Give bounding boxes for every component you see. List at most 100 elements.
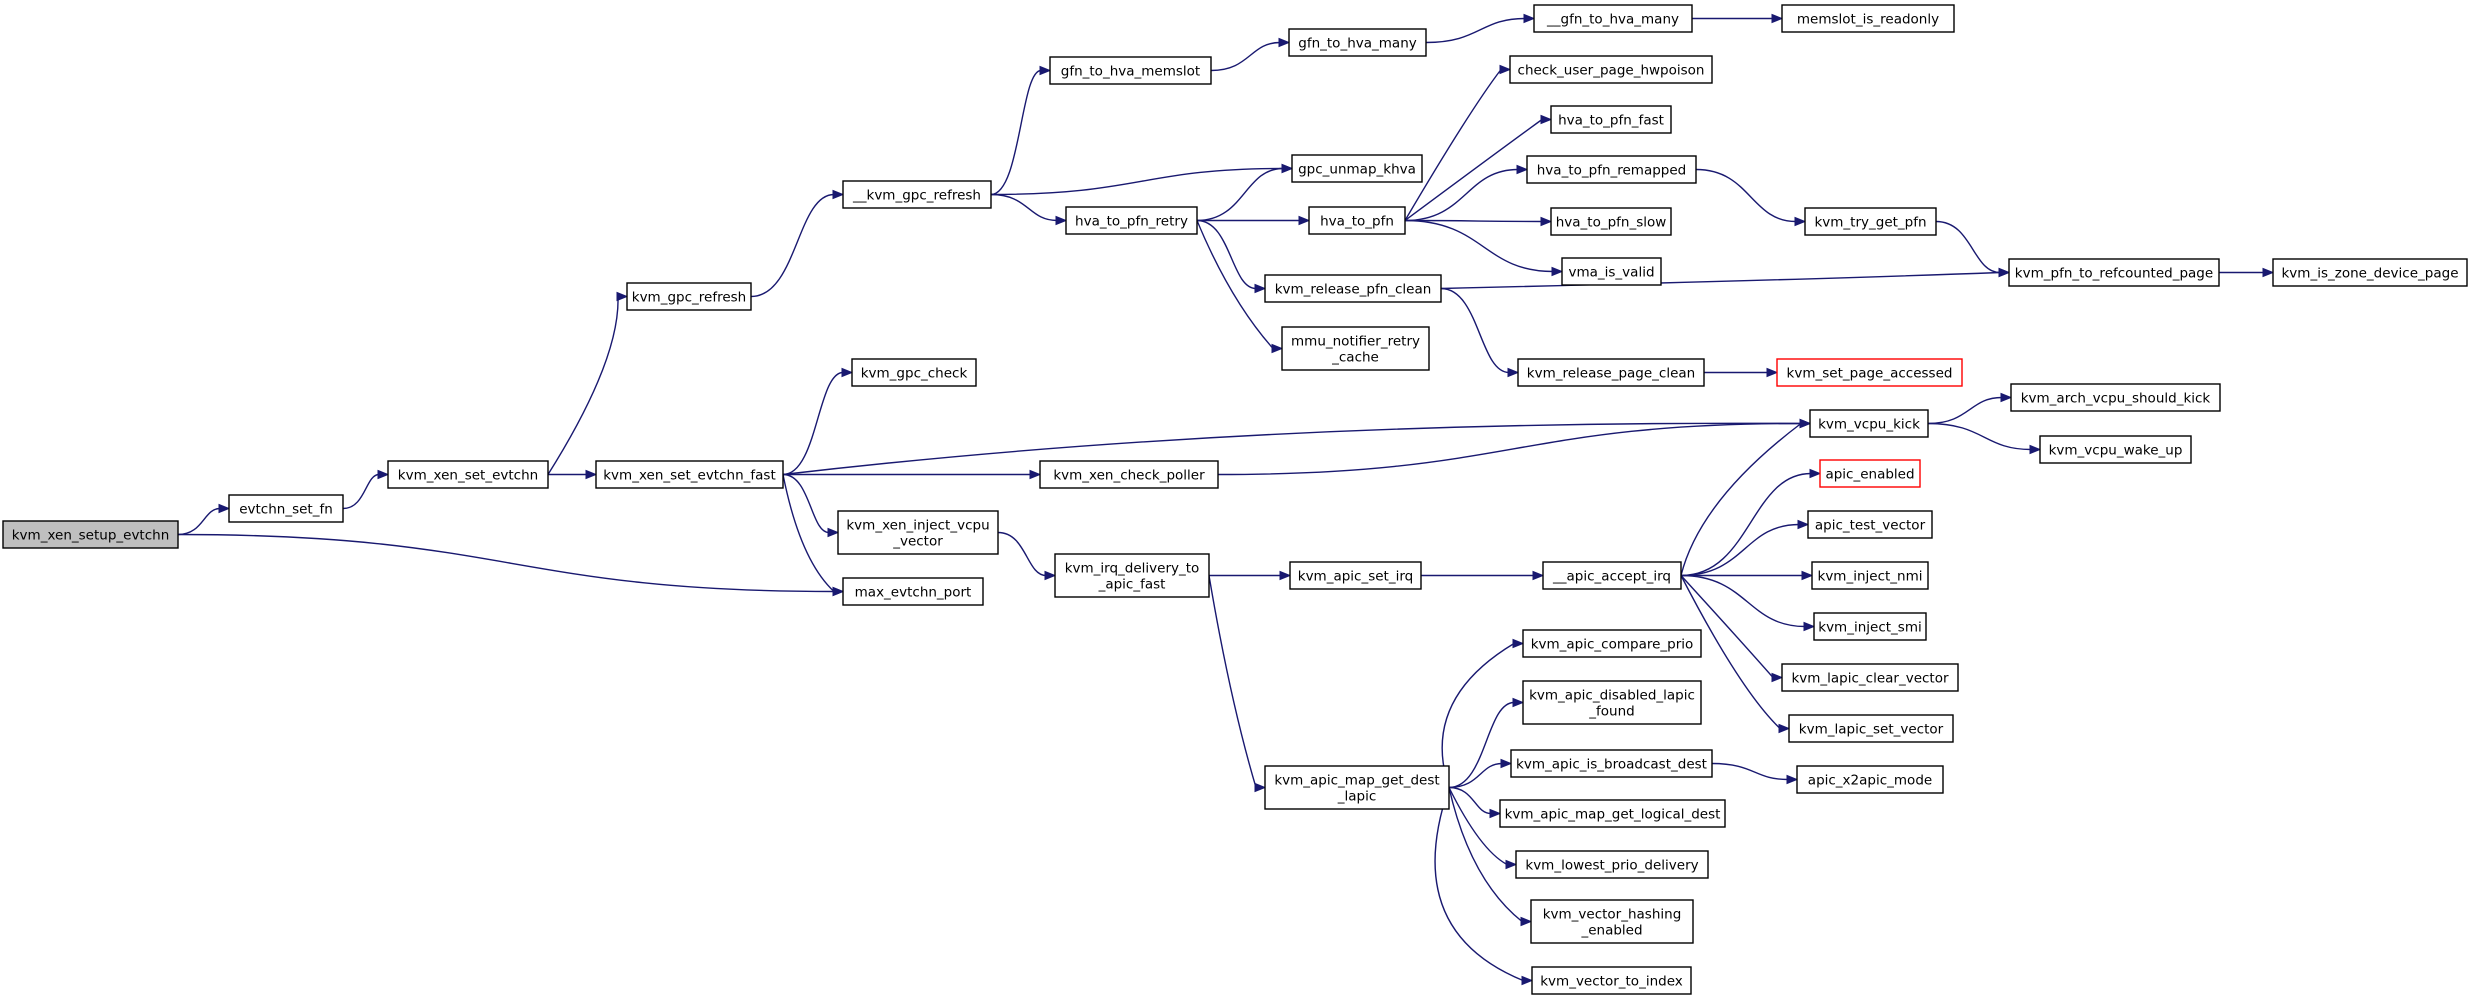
node-box	[1281, 326, 1430, 371]
node-kvm-xen-inject-vcpu-vector[interactable]: kvm_xen_inject_vcpu_vector	[837, 510, 999, 555]
edge-arrowhead	[1278, 37, 1291, 48]
node-mmu-notifier-retry-cache[interactable]: mmu_notifier_retry_cache	[1281, 326, 1430, 371]
node-kvm-irq-delivery-to-apic-fast[interactable]: kvm_irq_delivery_to_apic_fast	[1054, 553, 1210, 598]
node-hva-to-pfn-slow[interactable]: hva_to_pfn_slow	[1550, 207, 1672, 236]
node-kvm-inject-smi[interactable]: kvm_inject_smi	[1813, 612, 1927, 641]
node-kvm-apic-map-get-dest-lapic[interactable]: kvm_apic_map_get_dest_lapic	[1264, 765, 1450, 810]
node-kvm-gpc-refresh[interactable]: __kvm_gpc_refresh	[842, 180, 992, 209]
edge-arrowhead	[2029, 444, 2042, 455]
node-kvm-vector-to-index[interactable]: kvm_vector_to_index	[1531, 966, 1692, 995]
node-kvm-pfn-to-refcounted-page[interactable]: kvm_pfn_to_refcounted_page	[2008, 258, 2220, 287]
node-label: __apic_accept_irq	[1552, 569, 1671, 585]
node-label: hva_to_pfn	[1320, 214, 1394, 230]
node-gfn-to-hva-many[interactable]: gfn_to_hva_many	[1288, 28, 1427, 57]
node-apic-accept-irq[interactable]: __apic_accept_irq	[1542, 561, 1682, 590]
node-hva-to-pfn-remapped[interactable]: hva_to_pfn_remapped	[1526, 155, 1697, 184]
node-label: evtchn_set_fn	[239, 502, 333, 518]
node-max-evtchn-port[interactable]: max_evtchn_port	[842, 577, 984, 606]
node-box	[1526, 155, 1697, 184]
node-label: kvm_inject_smi	[1818, 620, 1921, 636]
node-kvm-try-get-pfn[interactable]: kvm_try_get_pfn	[1804, 207, 1937, 236]
node-label: hva_to_pfn_retry	[1075, 214, 1188, 230]
node-memslot-is-readonly[interactable]: memslot_is_readonly	[1781, 4, 1955, 33]
node-vma-is-valid[interactable]: vma_is_valid	[1561, 257, 1662, 286]
edge-line	[177, 507, 221, 536]
node-box	[1781, 4, 1955, 33]
node-kvm-apic-set-irq[interactable]: kvm_apic_set_irq	[1289, 561, 1422, 590]
node-kvm-inject-nmi[interactable]: kvm_inject_nmi	[1811, 561, 1929, 590]
node-label: kvm_release_pfn_clean	[1275, 282, 1432, 298]
node-kvm-apic-disabled-lapic-found[interactable]: kvm_apic_disabled_lapic_found	[1522, 680, 1702, 725]
node-gfn-to-hva-many[interactable]: __gfn_to_hva_many	[1533, 4, 1693, 33]
edge-arrowhead	[1532, 570, 1545, 581]
edge-line	[1927, 396, 2003, 425]
node-kvm-arch-vcpu-should-kick[interactable]: kvm_arch_vcpu_should_kick	[2010, 383, 2221, 412]
node-kvm-apic-map-get-logical-dest[interactable]: kvm_apic_map_get_logical_dest	[1499, 799, 1726, 828]
node-hva-to-pfn-retry[interactable]: hva_to_pfn_retry	[1065, 206, 1198, 235]
edge-line	[177, 533, 835, 593]
node-box	[1533, 4, 1693, 33]
node-apic-enabled[interactable]: apic_enabled	[1819, 459, 1921, 488]
node-kvm-lowest-prio-delivery[interactable]: kvm_lowest_prio_delivery	[1515, 850, 1709, 879]
edge-n44-to-n45	[1711, 762, 1799, 785]
node-label: _apic_fast	[1098, 577, 1166, 593]
node-apic-test-vector[interactable]: apic_test_vector	[1807, 510, 1933, 539]
node-box	[1781, 663, 1959, 692]
edge-arrowhead	[2000, 392, 2013, 403]
node-kvm-lapic-set-vector[interactable]: kvm_lapic_set_vector	[1788, 714, 1954, 743]
node-box	[837, 510, 999, 555]
edge-line	[1680, 575, 1781, 730]
edge-arrowhead	[1254, 782, 1267, 793]
node-label: hva_to_pfn_slow	[1556, 215, 1667, 231]
node-gpc-unmap-khva[interactable]: gpc_unmap_khva	[1291, 154, 1423, 183]
edge-n26-to-n28	[1927, 422, 2042, 455]
node-label: gfn_to_hva_many	[1298, 36, 1416, 52]
node-kvm-lapic-clear-vector[interactable]: kvm_lapic_clear_vector	[1781, 663, 1959, 692]
node-kvm-apic-compare-prio[interactable]: kvm_apic_compare_prio	[1522, 629, 1702, 658]
node-kvm-gpc-check[interactable]: kvm_gpc_check	[851, 358, 977, 387]
edge-arrowhead	[832, 586, 845, 597]
node-label: kvm_apic_compare_prio	[1531, 637, 1694, 653]
edge-arrowhead	[1055, 215, 1068, 226]
node-kvm-set-page-accessed[interactable]: kvm_set_page_accessed	[1776, 358, 1963, 387]
edge-arrowhead	[2262, 267, 2275, 278]
node-kvm-gpc-refresh[interactable]: kvm_gpc_refresh	[626, 282, 752, 311]
node-kvm-xen-setup-evtchn[interactable]: kvm_xen_setup_evtchn	[2, 520, 179, 549]
node-label: kvm_gpc_check	[861, 366, 968, 382]
edge-n24-to-n40	[782, 474, 845, 597]
edge-line	[1711, 762, 1789, 781]
node-kvm-is-zone-device-page[interactable]: kvm_is_zone_device_page	[2272, 258, 2468, 287]
edge-arrowhead	[1803, 621, 1816, 632]
edge-arrowhead	[585, 469, 598, 480]
node-kvm-vector-hashing-enabled[interactable]: kvm_vector_hashing_enabled	[1530, 899, 1694, 944]
node-kvm-xen-check-poller[interactable]: kvm_xen_check_poller	[1039, 460, 1219, 489]
node-label: kvm_xen_set_evtchn_fast	[603, 468, 776, 484]
node-check-user-page-hwpoison[interactable]: check_user_page_hwpoison	[1509, 55, 1713, 84]
edge-line	[1680, 422, 1802, 576]
node-hva-to-pfn[interactable]: hva_to_pfn	[1308, 206, 1406, 235]
node-kvm-release-page-clean[interactable]: kvm_release_page_clean	[1517, 358, 1705, 387]
node-apic-x2apic-mode[interactable]: apic_x2apic_mode	[1796, 765, 1944, 794]
node-kvm-vcpu-wake-up[interactable]: kvm_vcpu_wake_up	[2039, 435, 2192, 464]
edge-line	[1448, 701, 1515, 789]
edge-n31-to-n32	[1209, 570, 1292, 581]
node-gfn-to-hva-memslot[interactable]: gfn_to_hva_memslot	[1049, 56, 1212, 85]
edge-line	[1196, 167, 1284, 222]
node-kvm-vcpu-kick[interactable]: kvm_vcpu_kick	[1809, 409, 1929, 438]
edge-n3-to-n4	[750, 189, 845, 298]
node-box	[1788, 714, 1954, 743]
node-evtchn-set-fn[interactable]: evtchn_set_fn	[228, 494, 344, 523]
node-label: kvm_apic_map_get_dest	[1274, 773, 1439, 789]
edge-n24-to-n29	[783, 469, 1042, 480]
node-kvm-release-pfn-clean[interactable]: kvm_release_pfn_clean	[1264, 274, 1442, 303]
node-label: kvm_arch_vcpu_should_kick	[2021, 391, 2211, 407]
node-kvm-apic-is-broadcast-dest[interactable]: kvm_apic_is_broadcast_dest	[1510, 749, 1713, 778]
edge-n0-to-n1	[177, 503, 231, 536]
node-box	[842, 180, 992, 209]
edge-arrowhead	[1500, 758, 1513, 769]
node-kvm-xen-set-evtchn-fast[interactable]: kvm_xen_set_evtchn_fast	[595, 460, 784, 489]
node-kvm-xen-set-evtchn[interactable]: kvm_xen_set_evtchn	[387, 460, 549, 489]
node-label: __kvm_gpc_refresh	[852, 188, 981, 204]
node-hva-to-pfn-fast[interactable]: hva_to_pfn_fast	[1550, 105, 1672, 134]
edge-arrowhead	[1507, 367, 1520, 378]
